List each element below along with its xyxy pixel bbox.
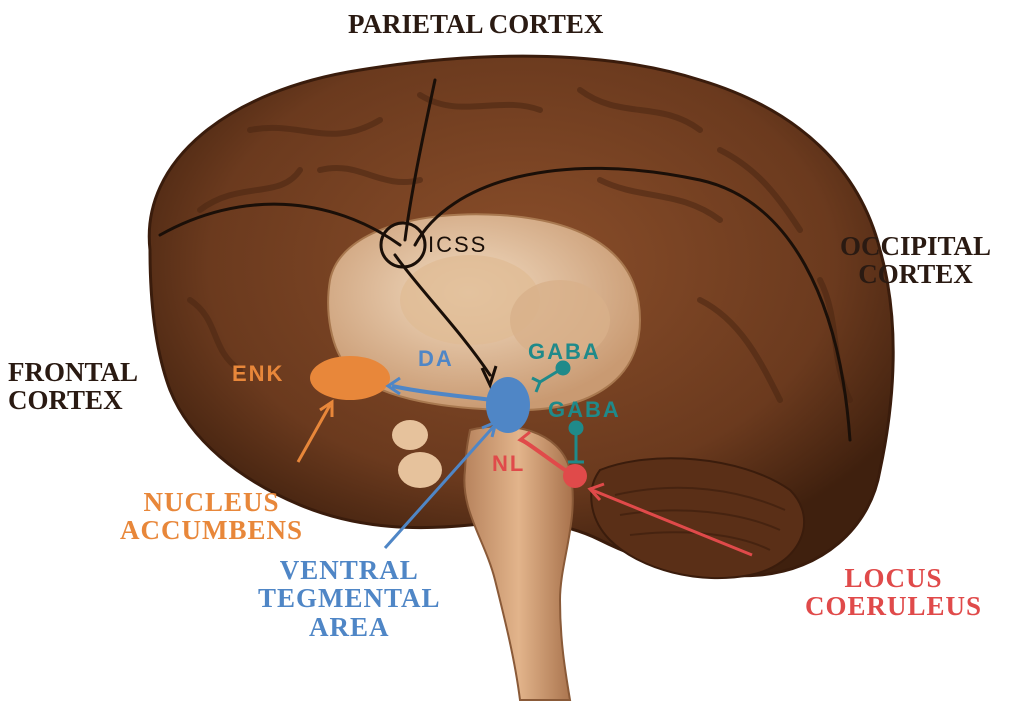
nucleus-line-1: NUCLEUS xyxy=(120,488,303,516)
parietal-cortex-label: PARIETAL CORTEX xyxy=(348,10,603,38)
locus-line-1: LOCUS xyxy=(805,564,982,592)
locus-coeruleus-label: LOCUS COERULEUS xyxy=(805,564,982,621)
occipital-cortex-label: OCCIPITAL CORTEX xyxy=(840,232,991,289)
vta-line-2: TEGMENTAL xyxy=(258,584,441,612)
vta-line-3: AREA xyxy=(258,613,441,641)
enk-label: ENK xyxy=(232,362,284,385)
nl-label: NL xyxy=(492,452,525,475)
ventral-tegmental-area-label: VENTRAL TEGMENTAL AREA xyxy=(258,556,441,641)
gaba-upper-label: GABA xyxy=(528,340,601,363)
da-label: DA xyxy=(418,347,454,370)
icss-label: ICSS xyxy=(428,233,487,256)
frontal-line-2: CORTEX xyxy=(8,386,138,414)
nucleus-line-2: ACCUMBENS xyxy=(120,516,303,544)
nucleus-accumbens-label: NUCLEUS ACCUMBENS xyxy=(120,488,303,545)
nucleus-accumbens-shape xyxy=(310,356,390,400)
frontal-line-1: FRONTAL xyxy=(8,358,138,386)
locus-coeruleus-shape xyxy=(563,464,587,488)
gaba-lower-label: GABA xyxy=(548,398,621,421)
locus-line-2: COERULEUS xyxy=(805,592,982,620)
occipital-line-2: CORTEX xyxy=(840,260,991,288)
vta-line-1: VENTRAL xyxy=(258,556,441,584)
frontal-cortex-label: FRONTAL CORTEX xyxy=(8,358,138,415)
occipital-line-1: OCCIPITAL xyxy=(840,232,991,260)
